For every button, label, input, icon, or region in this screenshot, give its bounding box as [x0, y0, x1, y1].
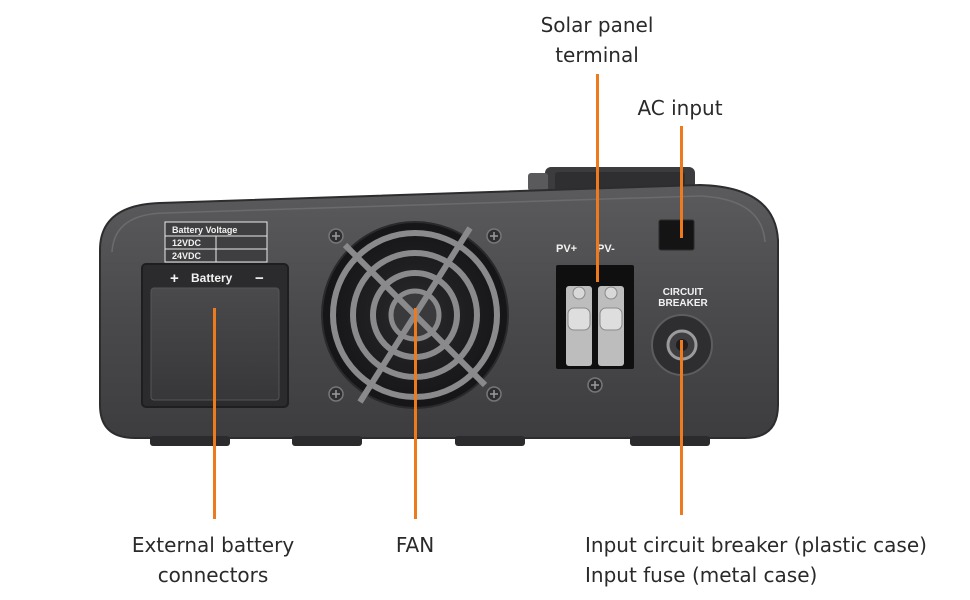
pv-minus-label: PV-	[597, 243, 615, 255]
leader-solar-panel	[596, 74, 599, 282]
battery-label: Battery	[191, 271, 233, 285]
voltage-12: 12VDC	[172, 238, 202, 248]
battery-plus: +	[170, 270, 179, 287]
callout-fan: FAN	[395, 533, 435, 557]
leader-fan	[414, 308, 417, 519]
callout-external-battery-connectors: External battery connectors	[131, 533, 295, 587]
battery-minus: −	[255, 270, 264, 287]
breaker-label: BREAKER	[658, 298, 708, 309]
callout-ac-input: AC input	[637, 96, 723, 120]
pv-plus-label: PV+	[556, 243, 577, 255]
fan-screws	[328, 228, 502, 402]
callout-input-breaker: Input circuit breaker (plastic case) Inp…	[585, 533, 927, 587]
leader-battery	[213, 308, 216, 519]
voltage-24: 24VDC	[172, 251, 202, 261]
ac-input-socket	[658, 219, 695, 251]
leader-breaker	[680, 340, 683, 515]
battery-voltage-table: Battery Voltage 12VDC 24VDC	[164, 221, 268, 263]
circuit-label: CIRCUIT	[663, 287, 704, 298]
pv-terminal: PV+ PV-	[556, 243, 634, 393]
callout-solar-panel-terminal: Solar panel terminal	[540, 13, 654, 67]
battery-voltage-title: Battery Voltage	[172, 225, 237, 235]
leader-ac-input	[680, 126, 683, 238]
